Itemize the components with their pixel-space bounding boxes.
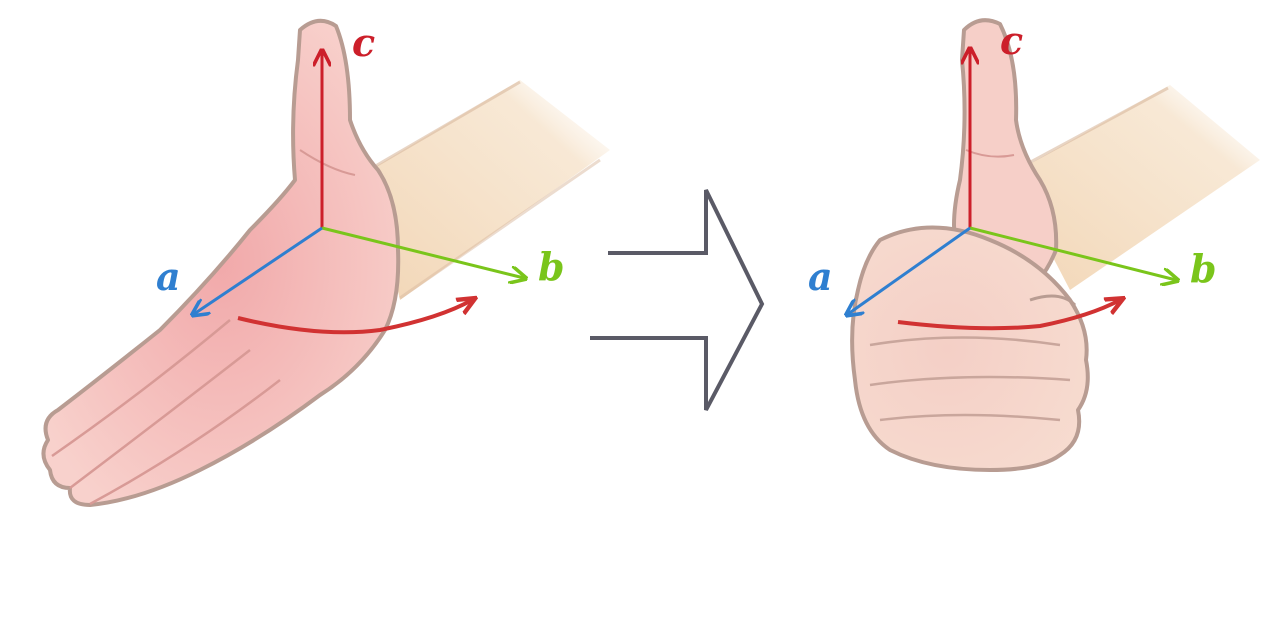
axis-b-right: [969, 226, 1176, 280]
forearm-right: [1010, 85, 1260, 290]
axis-label-b-left: b: [538, 244, 565, 289]
open-hand-palm: [41, 18, 401, 507]
axis-label-a-left: a: [156, 254, 181, 299]
axis-label-a-right: a: [808, 254, 833, 299]
thumbs-up-panel: c b a: [808, 18, 1260, 472]
axis-a-left: [194, 226, 323, 314]
axis-a-right: [848, 226, 971, 314]
forearm-left: [370, 80, 610, 300]
fist-right: [850, 225, 1090, 472]
axis-label-b-right: b: [1190, 246, 1217, 291]
rotation-arrow-right: [897, 300, 1120, 331]
axis-label-c-right: c: [1000, 18, 1023, 63]
axis-b-left: [321, 226, 524, 278]
transition-arrow: [590, 189, 765, 411]
transition-arrow-outline: [604, 189, 765, 411]
axis-label-c-left: c: [352, 20, 375, 65]
rotation-arrow-left: [237, 300, 472, 335]
open-hand-panel: c b a: [41, 18, 610, 507]
